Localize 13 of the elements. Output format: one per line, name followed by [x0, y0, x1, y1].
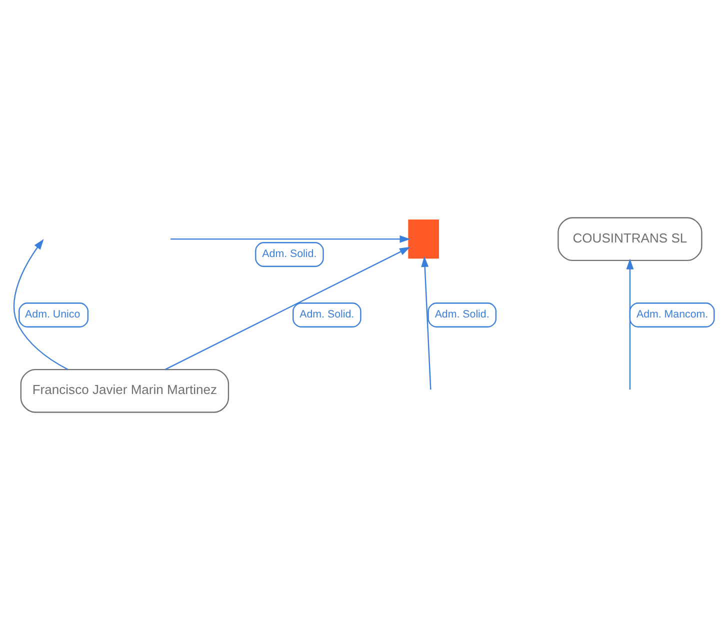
arrow [170, 235, 410, 243]
node-building [408, 220, 439, 259]
edge-label: Adm. Solid. [262, 248, 317, 260]
node-box: Francisco Javier Marin Martinez [20, 368, 230, 413]
arrow [626, 258, 634, 390]
arrow [421, 256, 432, 390]
edge-label: Adm. Mancom. [636, 308, 708, 321]
arrow [13, 239, 68, 370]
arrow [165, 246, 410, 370]
edge-label: Adm. Unico [25, 308, 80, 321]
edge-label: Adm. Solid. [434, 308, 490, 321]
node-box: COUSINTRANS SL [558, 217, 702, 262]
edge-label: Adm. Solid. [300, 308, 354, 321]
